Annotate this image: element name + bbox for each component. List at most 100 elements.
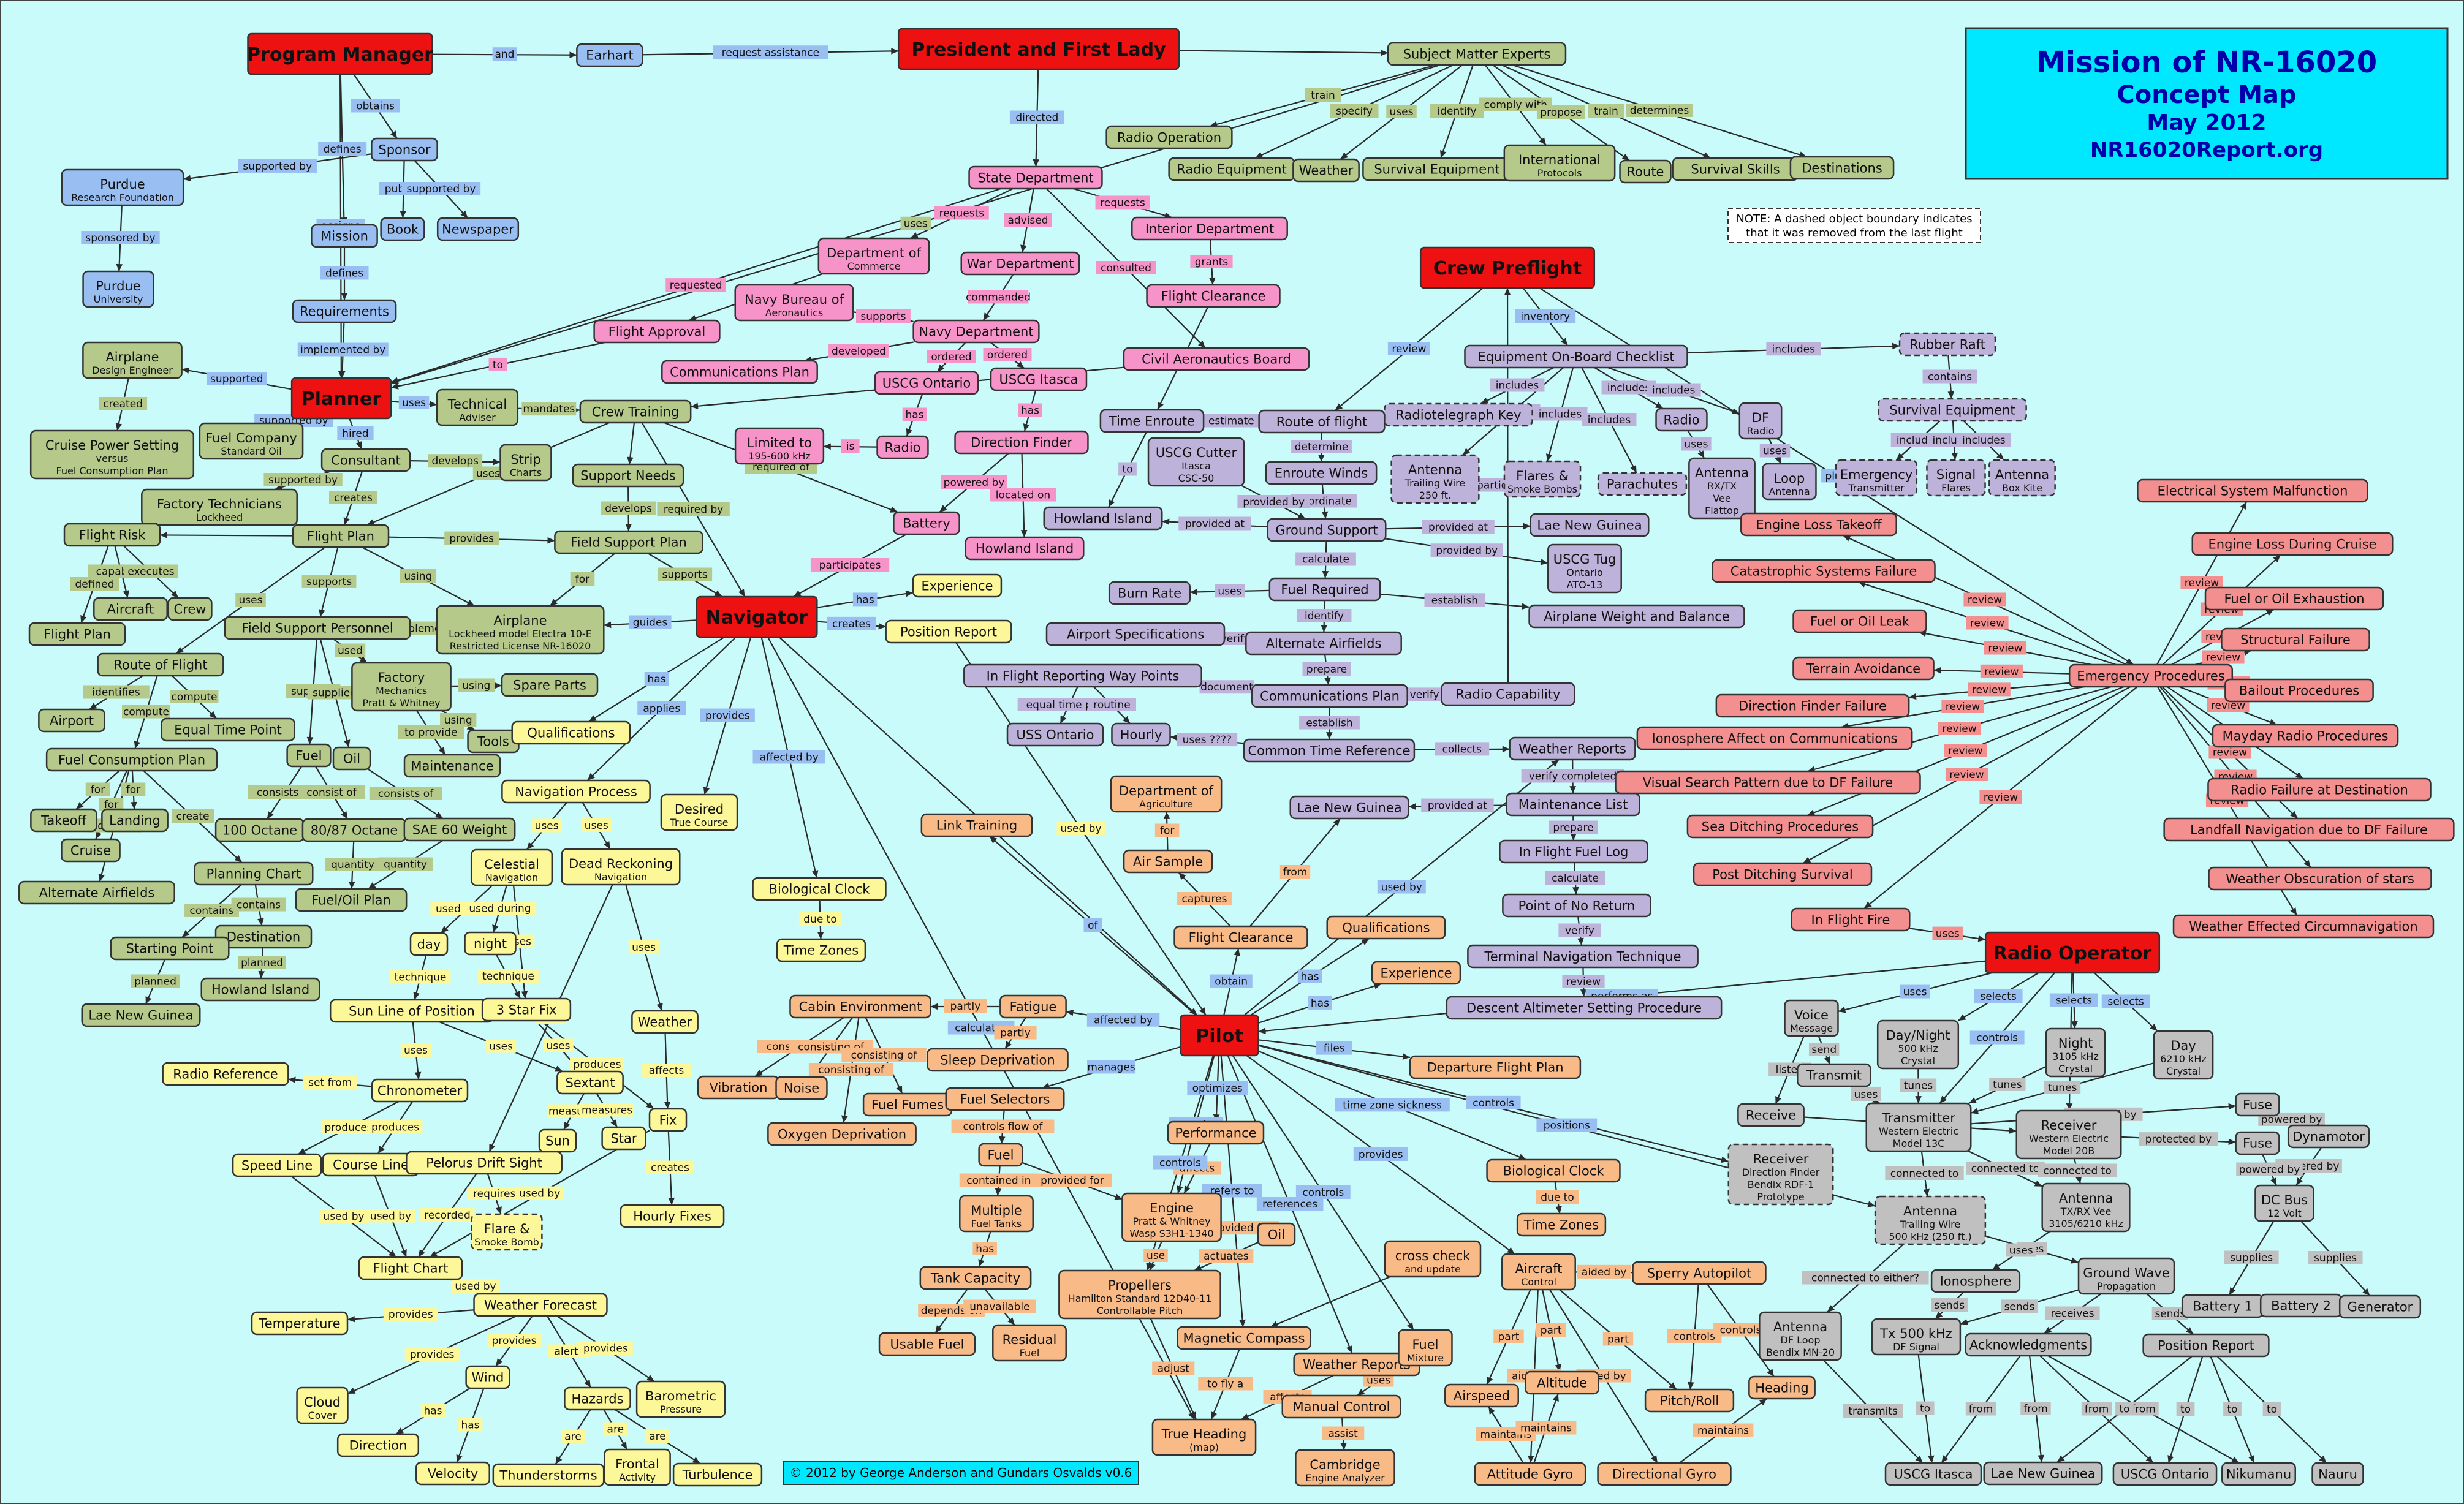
edge-label-text: connected to bbox=[1971, 1163, 2040, 1175]
node-box bbox=[878, 1332, 976, 1356]
edge-label: used by bbox=[1056, 822, 1105, 835]
node-label: SAE 60 Weight bbox=[412, 823, 507, 837]
edge-label-text: used by bbox=[1381, 882, 1422, 894]
title-box: Mission of NR-16020 Concept Map May 2012… bbox=[1965, 27, 2449, 180]
edge-label-text: positions bbox=[1544, 1120, 1590, 1132]
edge-label-text: to bbox=[1920, 1403, 1930, 1415]
edge-label: provided at bbox=[1178, 516, 1251, 531]
node-label: Bendix RDF-1 bbox=[1748, 1179, 1814, 1190]
edge-label-text: time zone sickness bbox=[1343, 1099, 1442, 1111]
node-box bbox=[561, 848, 681, 886]
edge-label-bg bbox=[2101, 994, 2150, 1008]
node-box bbox=[1180, 1014, 1259, 1057]
edge-label: implemented by bbox=[297, 342, 389, 357]
node-label: Consultant bbox=[331, 453, 401, 468]
node-box bbox=[436, 605, 605, 655]
node-label: Civil Aeronautics Board bbox=[1142, 352, 1291, 367]
node-label: Model 13C bbox=[1893, 1138, 1945, 1149]
node-label: Position Report bbox=[2158, 1339, 2254, 1353]
node-label: Purdue bbox=[100, 177, 145, 192]
edge-label-text: for bbox=[104, 799, 118, 811]
edge-label: review bbox=[1387, 342, 1431, 355]
edge-label: supported bbox=[206, 371, 267, 385]
edge-label-text: uses bbox=[1854, 1089, 1878, 1101]
node-label: Ontario bbox=[1566, 567, 1603, 578]
edge-arrowhead bbox=[2056, 1455, 2065, 1462]
node-flightrisk: Flight Risk bbox=[63, 523, 161, 547]
node-box bbox=[554, 530, 703, 554]
node-radioP: Radio bbox=[876, 435, 929, 459]
edge-label-bg bbox=[1979, 790, 2022, 804]
edge-label: uses bbox=[581, 818, 612, 832]
node-e9: Bailout Procedures bbox=[2224, 678, 2374, 703]
edge-label-text: supported bbox=[210, 373, 263, 385]
node-box bbox=[351, 662, 452, 712]
edge-label-text: provides bbox=[1359, 1149, 1403, 1161]
node-maintlist: Maintenance List bbox=[1506, 792, 1640, 817]
node-label: USCG Itasca bbox=[999, 372, 1078, 387]
edge-arrowhead bbox=[2319, 1455, 2327, 1463]
node-label: Aircraft bbox=[107, 602, 154, 617]
edge-arrowhead bbox=[935, 1325, 942, 1333]
edge-label-text: creates bbox=[651, 1162, 689, 1174]
edge-label: calculate bbox=[1545, 871, 1605, 885]
node-box bbox=[29, 429, 195, 480]
node-e18: Weather Obscuration of stars bbox=[2208, 866, 2432, 891]
edge-label-bg bbox=[2236, 1162, 2303, 1176]
edge-label-text: has bbox=[1301, 971, 1319, 983]
node-wardept: War Department bbox=[960, 251, 1080, 276]
node-maint: Maintenance bbox=[403, 754, 501, 778]
edge-label-text: review bbox=[1970, 618, 2004, 630]
edge-label-bg bbox=[1545, 871, 1605, 885]
node-bioclockO: Biological Clock bbox=[1486, 1158, 1621, 1183]
node-box bbox=[82, 341, 183, 379]
node-box bbox=[200, 977, 320, 1002]
node-label: Fuel Selectors bbox=[960, 1092, 1050, 1107]
edge-arrowhead bbox=[817, 931, 824, 939]
node-box bbox=[1486, 1158, 1621, 1183]
node-dfP: Direction Finder bbox=[954, 430, 1089, 455]
edge-arrowhead bbox=[1146, 1263, 1153, 1271]
edge-arrowhead bbox=[234, 855, 242, 863]
edge-label: files bbox=[1316, 1041, 1352, 1055]
node-box bbox=[576, 43, 643, 67]
edge-arrowhead bbox=[1864, 901, 1872, 909]
edge-label-bg bbox=[458, 1418, 483, 1432]
node-label: Biological Clock bbox=[1503, 1164, 1605, 1179]
edge-label-bg bbox=[644, 672, 669, 686]
node-box bbox=[1884, 1462, 1982, 1486]
edge-label: uses bbox=[1759, 444, 1791, 458]
node-label: Flare & bbox=[484, 1222, 530, 1236]
edge-label-bg bbox=[1916, 1401, 1935, 1415]
node-fsplan: Field Support Plan bbox=[554, 530, 703, 554]
edge-label: review bbox=[1984, 641, 2027, 655]
edge-label: protected by bbox=[2139, 1132, 2218, 1146]
edge-label: includes bbox=[1646, 383, 1701, 397]
node-box bbox=[30, 808, 97, 833]
node-box bbox=[593, 319, 721, 344]
edge-label: supplies bbox=[2224, 1250, 2279, 1264]
edge-label-text: consisting of bbox=[851, 1049, 918, 1062]
node-box bbox=[403, 754, 501, 778]
edge-label-text: review bbox=[1972, 684, 2006, 696]
edge-label: created bbox=[99, 397, 148, 410]
node-label: Route bbox=[1627, 165, 1664, 179]
node-label: Destinations bbox=[1802, 161, 1882, 176]
edge-label-bg bbox=[1204, 414, 1259, 428]
edge-label-text: sends bbox=[2004, 1301, 2035, 1313]
node-label: Trailing Wire bbox=[1404, 477, 1466, 489]
node-label: TX/RX Vee bbox=[2060, 1206, 2112, 1217]
edge-label-text: request assistance bbox=[722, 47, 819, 59]
edge-label-text: includes bbox=[1539, 409, 1582, 421]
edge-label-text: review bbox=[2211, 700, 2245, 712]
edge-arrowhead bbox=[1523, 523, 1531, 530]
node-fuelfumes: Fuel Fumes bbox=[862, 1092, 953, 1117]
edge-label: determine bbox=[1291, 440, 1352, 453]
node-label: Field Support Plan bbox=[571, 535, 687, 550]
edge-label-text: uses bbox=[402, 397, 426, 409]
edge-label-text: requests bbox=[939, 208, 985, 220]
edge-label-text: determines bbox=[1630, 105, 1689, 117]
node-fuelreq: Fuel Required bbox=[1268, 577, 1381, 602]
